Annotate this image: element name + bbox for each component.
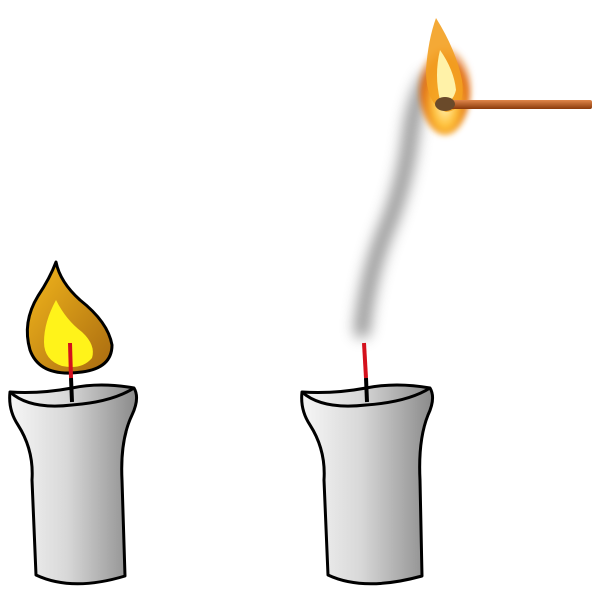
- burning-match: [419, 18, 592, 135]
- wick: [362, 342, 368, 379]
- lit-candle: [8, 260, 139, 586]
- candle-body: [300, 383, 435, 586]
- smoke-trail: [354, 72, 436, 338]
- flame-inner: [44, 300, 93, 367]
- match-head: [435, 97, 455, 111]
- candle-rim: [8, 386, 135, 408]
- wick-base: [69, 377, 74, 403]
- wick-base: [364, 377, 369, 403]
- match-stick: [446, 100, 592, 109]
- candle-body: [8, 383, 139, 586]
- extinguished-candle: [300, 342, 435, 586]
- match-flame-core: [437, 50, 456, 102]
- candle-rim: [300, 386, 431, 408]
- wick: [68, 342, 73, 379]
